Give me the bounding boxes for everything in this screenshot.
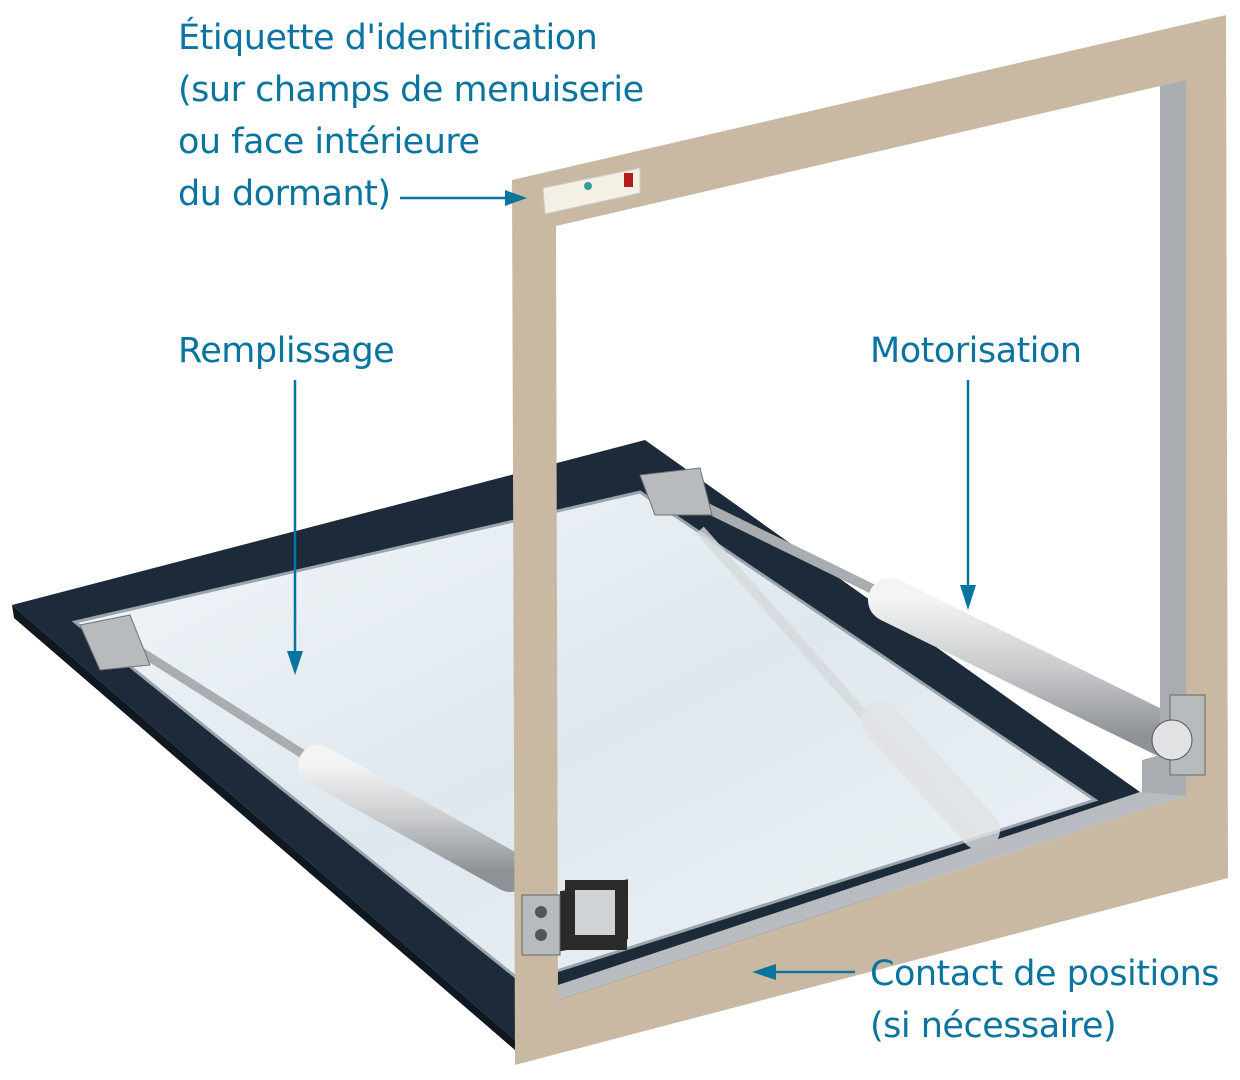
right-piston — [639, 467, 1187, 850]
motorisation-label: Motorisation — [870, 331, 1082, 371]
remplissage-label: Remplissage — [178, 331, 395, 371]
contact-callout: Contact de positions (si nécessaire) — [870, 948, 1220, 1052]
etiquette-title: Étiquette d'identification — [178, 18, 598, 58]
left-hinge-bracket — [521, 880, 627, 956]
etiquette-callout: Étiquette d'identification (sur champs d… — [178, 12, 644, 220]
right-hinge-bracket — [1151, 694, 1206, 776]
etiquette-line3: ou face intérieure — [178, 122, 480, 162]
etiquette-line2: (sur champs de menuiserie — [178, 70, 644, 110]
etiquette-line4: du dormant) — [178, 174, 391, 214]
frame-inner-side — [1142, 80, 1186, 808]
glass-pane — [71, 490, 1099, 984]
frame-inner-bottom — [558, 792, 1186, 1000]
callout-arrows — [287, 190, 976, 980]
contact-note: (si nécessaire) — [870, 1006, 1117, 1046]
sash-side — [12, 605, 515, 1050]
identification-label — [542, 167, 641, 215]
contact-title: Contact de positions — [870, 954, 1220, 994]
